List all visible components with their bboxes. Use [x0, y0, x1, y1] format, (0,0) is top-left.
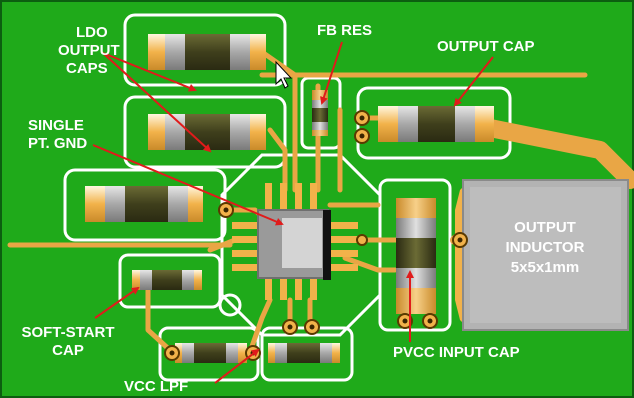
vias: [164, 110, 468, 361]
label-vcc-lpf: VCC LPF: [124, 378, 189, 395]
label-pvcc-input-cap: PVCC INPUT CAP: [393, 344, 520, 361]
label-single-pt-gnd: SINGLE PT. GND: [28, 117, 88, 152]
ic-package: [232, 183, 358, 300]
fb-res: [312, 90, 328, 136]
left-cap: [85, 186, 203, 222]
label-output-cap: OUTPUT CAP: [437, 38, 535, 55]
label-fb-res: FB RES: [317, 22, 373, 39]
output-cap: [378, 106, 494, 142]
vcc-lpf-res: [268, 343, 340, 363]
ldo-output-cap-2: [148, 114, 266, 150]
mouse-cursor-icon: [275, 60, 293, 89]
vcc-lpf-cap-1: [175, 343, 247, 363]
soft-start-cap: [132, 270, 202, 290]
label-output-inductor: OUTPUT INDUCTOR 5x5x1mm: [505, 219, 585, 276]
via-holes: [169, 115, 463, 356]
label-soft-start-cap: SOFT-START CAP: [21, 324, 115, 359]
ldo-output-cap-1: [148, 34, 266, 70]
output-inductor: [455, 179, 629, 331]
label-ldo-output-caps: LDO OUTPUT CAPS: [58, 24, 120, 77]
annotation-arrows: [92, 41, 494, 384]
pvcc-input-cap: [396, 198, 436, 314]
